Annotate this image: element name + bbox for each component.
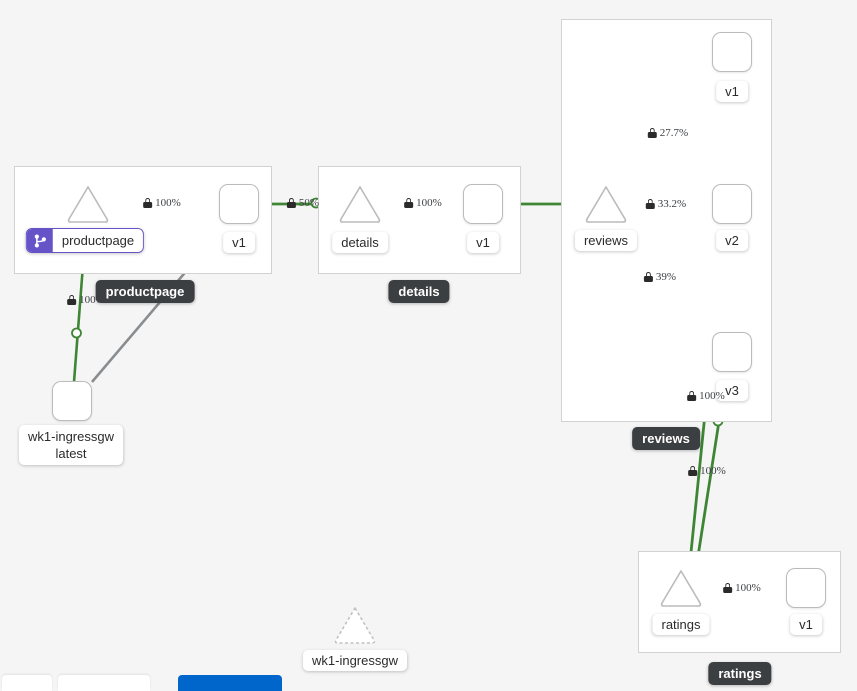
lock-icon [645,199,655,209]
lock-icon [67,295,77,305]
toolbar-primary-button[interactable] [178,675,282,691]
node-label-details-service: details [332,232,388,253]
toolbar-chip-legend[interactable] [2,675,52,691]
edge-label-reviews-v3: 39% [643,271,676,283]
node-label-reviews-v1: v1 [716,81,748,102]
lock-icon [404,198,414,208]
node-details-v1[interactable] [463,184,503,224]
lock-icon [647,128,657,138]
node-reviews-v1[interactable] [712,32,752,72]
node-label-reviews-service: reviews [574,230,638,251]
node-label-details-v1: v1 [467,232,499,253]
node-ingressgw-workload[interactable] [52,381,92,421]
group-label-productpage[interactable]: productpage [95,280,195,303]
edge-label-reviews-v3-ratings: 100% [687,390,725,402]
lock-icon [286,198,296,208]
node-reviews-v2[interactable] [712,184,752,224]
edge-label-reviews-v1: 27.7% [647,127,688,139]
workflow-icon [26,229,53,252]
lock-icon [687,391,697,401]
lock-icon [643,272,653,282]
lock-icon [143,198,153,208]
edge-label-productpage-details: 50% [286,197,319,209]
node-reviews-v3[interactable] [712,332,752,372]
toolbar-chip-zoom[interactable] [58,675,150,691]
edge-label-ratings-v1: 100% [723,582,761,594]
edge-label-productpage-v1: 100% [143,197,181,209]
node-label-productpage-service[interactable]: productpage [25,228,145,253]
lock-icon [688,466,698,476]
node-label-reviews-v3: v3 [716,380,748,401]
edge-label-reviews-v2-ratings: 100% [688,465,726,477]
group-label-ratings[interactable]: ratings [708,662,772,685]
lock-icon [723,583,733,593]
node-label-ingressgw-workload: wk1-ingressgw latest [19,425,123,465]
edge-label-reviews-v2: 33.2% [645,198,686,210]
node-label-ingressgw-service: wk1-ingressgw [303,650,407,671]
edge-marker-circle [71,327,82,339]
node-label-productpage-v1: v1 [223,232,255,253]
edge-label-ingress-productpage: 100% [67,294,105,306]
node-label-ratings-service: ratings [652,614,710,635]
node-label-ratings-v1: v1 [790,614,822,635]
badge-label-productpage: productpage [52,229,144,252]
bottom-toolbar[interactable] [0,675,282,691]
node-ratings-v1[interactable] [786,568,826,608]
group-label-details[interactable]: details [388,280,450,303]
node-productpage-v1[interactable] [219,184,259,224]
group-label-reviews[interactable]: reviews [632,427,700,450]
node-label-reviews-v2: v2 [716,230,748,251]
edge-label-details-v1: 100% [404,197,442,209]
